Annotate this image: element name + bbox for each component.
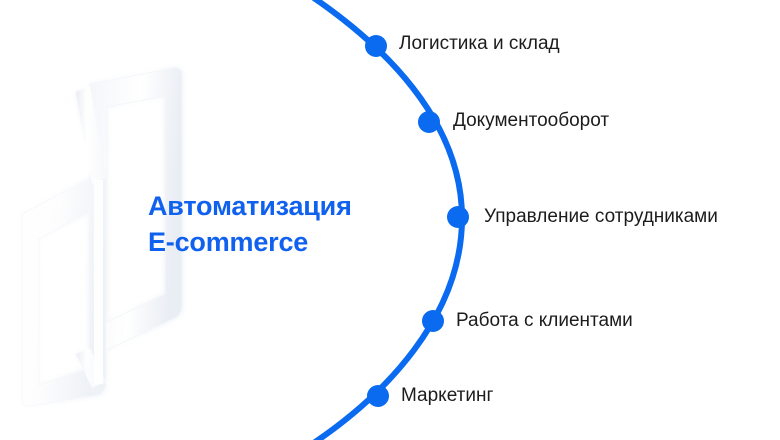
title-line-1: Автоматизация — [148, 191, 352, 221]
arc-node-dot — [447, 206, 469, 228]
node-label-marketing: Маркетинг — [401, 385, 494, 406]
arc-node-dot — [422, 310, 444, 332]
page-title: Автоматизация E-commerce — [148, 188, 418, 260]
arc-node-dot — [367, 385, 389, 407]
arc-node-dots — [365, 35, 469, 407]
node-label-logistics: Логистика и склад — [399, 33, 560, 54]
node-label-client-work: Работа с клиентами — [456, 310, 633, 331]
node-label-document-flow: Документооборот — [453, 110, 610, 131]
node-label-employee-management: Управление сотрудниками — [484, 206, 718, 227]
title-line-2: E-commerce — [148, 227, 309, 257]
arc-node-dot — [365, 35, 387, 57]
arc-node-dot — [418, 111, 440, 133]
